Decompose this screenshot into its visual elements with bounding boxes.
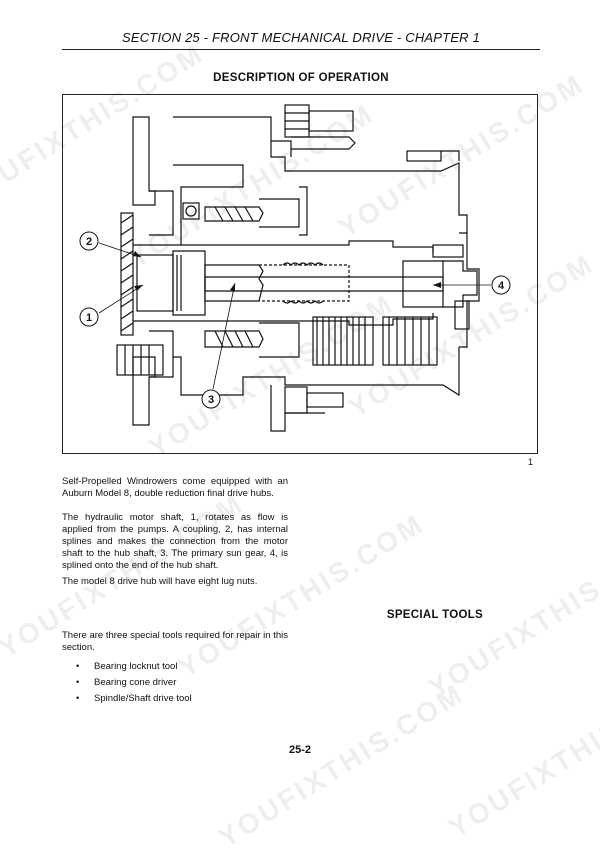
page-number: 25-2 <box>288 744 312 756</box>
hub-housing <box>173 116 468 233</box>
special-tools-intro: There are three special tools required f… <box>62 630 289 653</box>
drive-hub-figure: 2 1 3 4 <box>62 94 538 454</box>
list-item: Bearing locknut tool <box>62 659 192 675</box>
callout-1 <box>79 307 99 327</box>
list-item: Bearing cone driver <box>62 675 192 691</box>
header-rule <box>62 49 540 50</box>
planetary-gear-2 <box>382 316 438 366</box>
special-tools-title: SPECIAL TOOLS <box>386 609 483 621</box>
callout-3-label: 3 <box>208 394 214 406</box>
section-header: SECTION 25 - FRONT MECHANICAL DRIVE - CH… <box>121 30 481 45</box>
hub-shaft <box>204 276 444 292</box>
special-tools-list: Bearing locknut tool Bearing cone driver… <box>62 659 192 707</box>
planetary-gear-1 <box>312 316 374 366</box>
watermark: YOUFIXTHIS.COM <box>213 677 470 854</box>
hub-cover <box>459 232 480 348</box>
description-paragraph: The hydraulic motor shaft, 1, rotates as… <box>62 512 288 571</box>
motor-shaft <box>136 254 174 312</box>
hub-flange <box>132 116 156 426</box>
drive-hub-cross-section: 2 1 3 4 <box>79 104 511 432</box>
figure-number: 1 <box>528 457 534 467</box>
callout-2-label: 2 <box>86 236 92 248</box>
description-title: DESCRIPTION OF OPERATION <box>213 72 389 84</box>
coupling <box>172 250 206 316</box>
callout-3 <box>201 389 221 409</box>
callout-1-label: 1 <box>86 312 92 324</box>
list-item: Spindle/Shaft drive tool <box>62 691 192 707</box>
callout-2 <box>79 231 99 251</box>
description-paragraph: Self-Propelled Windrowers come equipped … <box>62 476 288 499</box>
callout-4-label: 4 <box>498 280 505 292</box>
callout-4 <box>491 275 511 295</box>
watermark: YOUFIXTHIS.COM <box>443 667 600 844</box>
upper-bearing <box>204 206 264 222</box>
lower-bearing <box>204 330 264 348</box>
description-paragraph: The model 8 drive hub will have eight lu… <box>62 576 258 587</box>
